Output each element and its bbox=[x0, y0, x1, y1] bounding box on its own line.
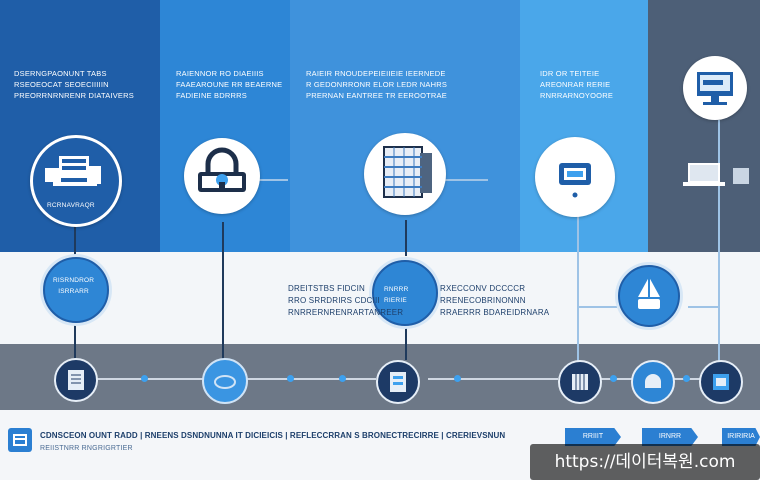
server-caption: RCRNAVRAQR bbox=[47, 202, 95, 209]
connector bbox=[405, 324, 407, 360]
lock-circle bbox=[184, 138, 260, 214]
timeline-dot bbox=[454, 375, 461, 382]
connector bbox=[688, 306, 718, 308]
connector bbox=[577, 306, 617, 308]
chevron-step-3: IRIRIRIA bbox=[722, 428, 760, 446]
timeline-dot bbox=[339, 375, 346, 382]
hex-node-3 bbox=[618, 265, 680, 327]
connector bbox=[74, 318, 76, 358]
footer-subtitle: REIISTNRR RNGRIGRTIER bbox=[40, 445, 133, 452]
timeline-line bbox=[428, 378, 558, 380]
timeline-node-3 bbox=[376, 360, 420, 404]
connector bbox=[222, 222, 224, 362]
connector bbox=[577, 205, 579, 365]
timeline-dot bbox=[683, 375, 690, 382]
logo-icon bbox=[8, 428, 32, 452]
padlock-icon bbox=[198, 147, 246, 192]
column-2-text: RAIENNOR RO DIAEIIIS FAAEAROUNE RR BEAER… bbox=[176, 69, 283, 100]
connector bbox=[258, 179, 288, 181]
hex-node-2: RNRRR RIERIE bbox=[372, 260, 438, 326]
chevron-step-2: IRNRR bbox=[642, 428, 698, 446]
column-1-text: DSERNGPAONUNT TABS RSEOEOCAT SEOECIIIIIN… bbox=[14, 69, 134, 100]
connector bbox=[405, 220, 407, 256]
timeline-dot bbox=[141, 375, 148, 382]
timeline-line bbox=[95, 378, 210, 380]
middle-text-right: RXECCONV DCCCCR RRENECOBRINONNN RRAERRR … bbox=[440, 284, 550, 317]
database-icon bbox=[559, 163, 591, 198]
top-panel-2 bbox=[160, 0, 290, 252]
chevron-step-1: RRIIIT bbox=[565, 428, 621, 446]
column-4-text: IDR OR TEITEIE AREONRAR RERIE RNRRARNOYO… bbox=[540, 69, 614, 100]
laptop-icon bbox=[683, 163, 749, 186]
column-3-text: RAIEIR RNOUDEPEIEIIEIE IEERNEDE R GEDONR… bbox=[306, 69, 448, 100]
timeline-line bbox=[246, 378, 376, 380]
disk-icon bbox=[214, 375, 236, 389]
timeline-node-5 bbox=[631, 360, 675, 404]
footer-title: CDNSCEON OUNT RADD | RNEENS DSNDNUNNA IT… bbox=[40, 431, 506, 440]
timeline-node-2 bbox=[202, 358, 248, 404]
data-center-icon bbox=[383, 146, 432, 198]
timeline-dot bbox=[287, 375, 294, 382]
monitor-circle bbox=[683, 56, 747, 120]
timeline-dot bbox=[610, 375, 617, 382]
watermark-url: https://데이터복원.com bbox=[530, 444, 760, 480]
network-icon bbox=[645, 374, 661, 388]
archive-icon bbox=[713, 374, 729, 390]
drive-circle bbox=[535, 137, 615, 217]
middle-text-left: DREITSTBS FIDCIN RRO SRRDRIRS CDCIII RNR… bbox=[288, 284, 404, 317]
server-circle: RCRNAVRAQR bbox=[30, 135, 122, 227]
timeline-node-1 bbox=[54, 358, 98, 402]
monitor-icon bbox=[697, 72, 733, 105]
pen-tool-icon bbox=[638, 277, 660, 309]
storage-icon bbox=[572, 374, 588, 390]
connector bbox=[442, 179, 488, 181]
document-icon bbox=[68, 370, 84, 390]
server-rack-icon bbox=[45, 156, 101, 186]
timeline-node-4 bbox=[558, 360, 602, 404]
shield-icon bbox=[13, 434, 27, 446]
datacenter-circle bbox=[364, 133, 446, 215]
connector bbox=[718, 120, 720, 364]
file-stack-icon bbox=[390, 372, 406, 392]
top-panel-5 bbox=[648, 0, 760, 252]
timeline-node-6 bbox=[699, 360, 743, 404]
hex-node-1: RISRNDROR ISRRARR bbox=[43, 257, 109, 323]
connector bbox=[74, 222, 76, 256]
